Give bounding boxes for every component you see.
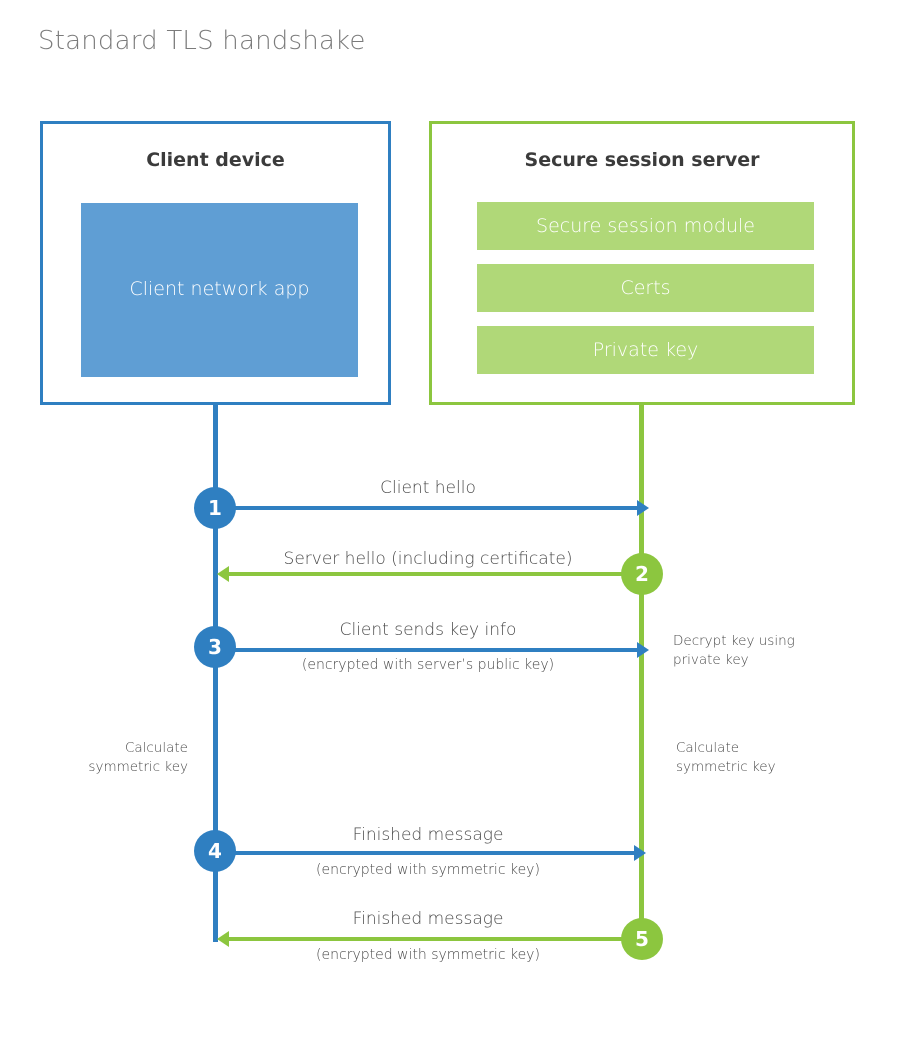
step-4-circle: 4 bbox=[194, 830, 236, 872]
server-component-stack: Secure session module Certs Private key bbox=[477, 202, 814, 374]
client-device-title: Client device bbox=[146, 149, 285, 171]
arrow-head-right-icon bbox=[637, 500, 649, 516]
step-4-sublabel: (encrypted with symmetric key) bbox=[316, 862, 540, 878]
step-3-label: Client sends key info bbox=[339, 620, 517, 640]
page-title: Standard TLS handshake bbox=[38, 26, 366, 56]
arrow-head-left-icon bbox=[217, 931, 229, 947]
server-component-certs: Certs bbox=[477, 264, 814, 312]
arrow-head-left-icon bbox=[217, 566, 229, 582]
step-3-circle: 3 bbox=[194, 626, 236, 668]
arrow-head-right-icon bbox=[634, 845, 646, 861]
server-calculate-symmetric-key-note: Calculate symmetric key bbox=[676, 740, 776, 775]
step-5-sublabel: (encrypted with symmetric key) bbox=[316, 947, 540, 963]
step-4-label: Finished message bbox=[352, 825, 504, 845]
client-network-app-block: Client network app bbox=[81, 203, 358, 377]
client-device-box: Client device Client network app bbox=[40, 121, 391, 405]
server-decrypt-note: Decrypt key using private key bbox=[673, 633, 795, 668]
step-4-arrow bbox=[216, 845, 646, 861]
step-3-arrow bbox=[216, 642, 649, 658]
server-component-private-key: Private key bbox=[477, 326, 814, 374]
step-5-circle: 5 bbox=[621, 918, 663, 960]
step-2-label: Server hello (including certificate) bbox=[283, 549, 573, 569]
step-1-arrow bbox=[216, 500, 649, 516]
step-5-label: Finished message bbox=[352, 909, 504, 929]
secure-session-server-box: Secure session server Secure session mod… bbox=[429, 121, 855, 405]
client-lifeline bbox=[213, 405, 218, 942]
step-1-label: Client hello bbox=[380, 478, 476, 498]
server-lifeline bbox=[639, 405, 644, 942]
arrow-head-right-icon bbox=[637, 642, 649, 658]
server-component-secure-session-module: Secure session module bbox=[477, 202, 814, 250]
client-calculate-symmetric-key-note: Calculate symmetric key bbox=[88, 740, 188, 775]
secure-session-server-title: Secure session server bbox=[524, 149, 760, 171]
step-2-circle: 2 bbox=[621, 553, 663, 595]
step-3-sublabel: (encrypted with server’s public key) bbox=[301, 657, 555, 673]
step-5-arrow bbox=[217, 931, 640, 947]
step-1-circle: 1 bbox=[194, 487, 236, 529]
step-2-arrow bbox=[217, 566, 640, 582]
